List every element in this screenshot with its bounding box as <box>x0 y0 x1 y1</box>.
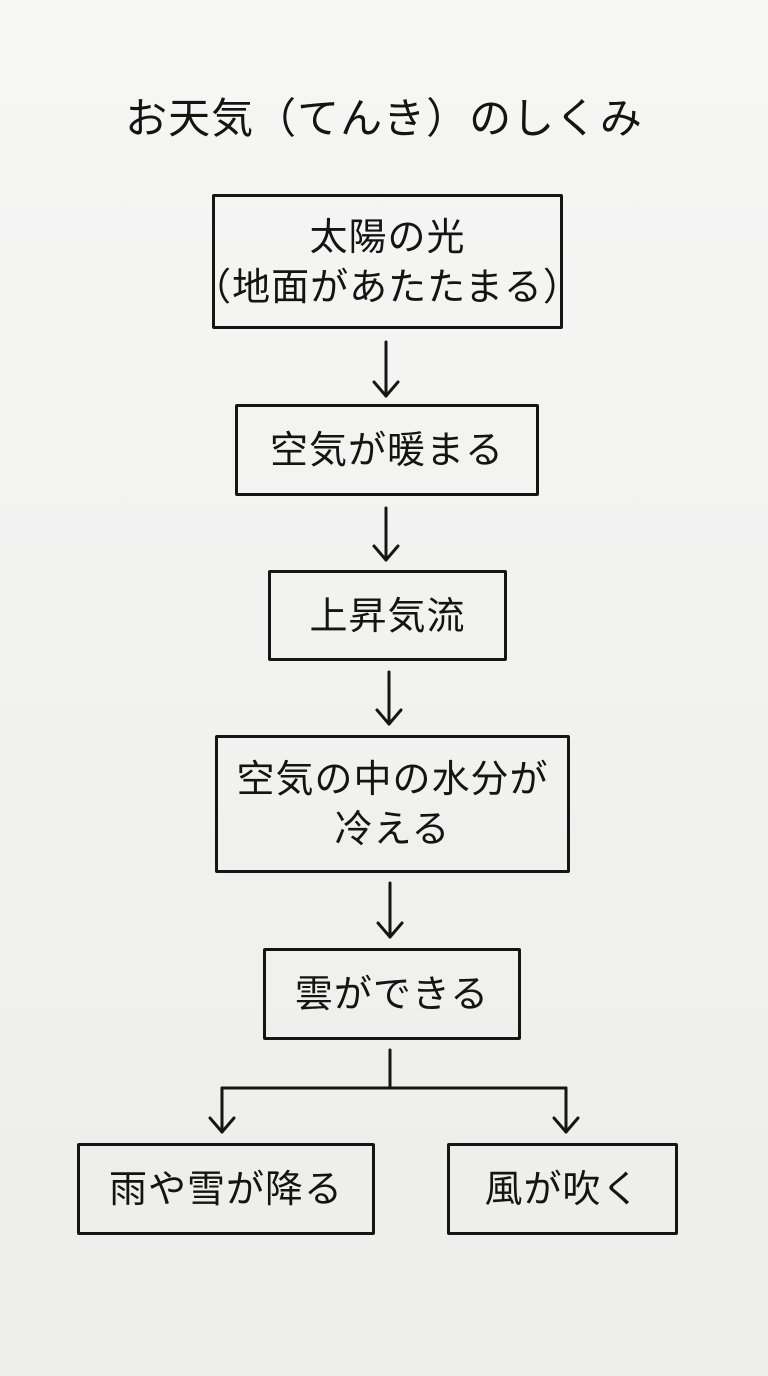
branch-connector <box>208 1048 580 1134</box>
step-sunlight-label: 太陽の光 <box>309 214 466 259</box>
step-clouds-form-label: 雲ができる <box>294 972 490 1016</box>
outcome-rain-snow-label: 雨や雪が降る <box>108 1167 343 1211</box>
step-sunlight-box: 太陽の光 （地面があたたまる） <box>193 194 581 329</box>
outcome-rain-snow-box: 雨や雪が降る <box>77 1143 375 1235</box>
diagram-title: お天気（てんき）のしくみ <box>125 94 643 143</box>
step-moisture-cools-label-2: 冷える <box>334 807 451 851</box>
step-updraft-box: 上昇気流 <box>268 570 507 661</box>
step-moisture-cools-label: 空気の中の水分が <box>236 757 549 801</box>
step-air-warms-label: 空気が暖まる <box>269 428 504 472</box>
step-air-warms-box: 空気が暖まる <box>235 404 539 496</box>
arrow-4 <box>376 881 404 939</box>
step-sunlight-note: （地面があたたまる） <box>193 264 582 309</box>
outcome-wind-blows-box: 風が吹く <box>447 1143 678 1235</box>
arrow-2 <box>372 506 400 562</box>
step-updraft-label: 上昇気流 <box>309 593 466 638</box>
arrow-1 <box>372 340 400 398</box>
step-moisture-cools-box: 空気の中の水分が 冷える <box>215 735 570 873</box>
step-clouds-form-box: 雲ができる <box>263 948 521 1040</box>
outcome-wind-blows-label: 風が吹く <box>484 1167 641 1211</box>
arrow-3 <box>375 670 403 726</box>
